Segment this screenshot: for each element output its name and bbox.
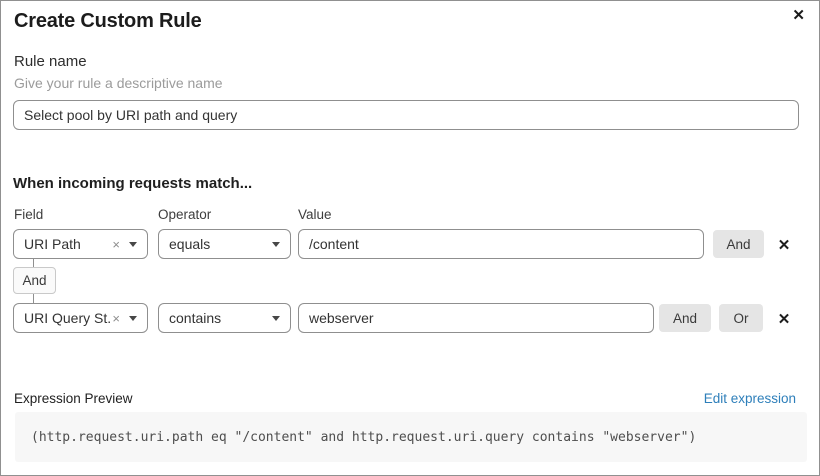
expression-preview-block: (http.request.uri.path eq "/content" and… (15, 412, 807, 462)
operator-column-label: Operator (158, 207, 212, 222)
field-select-row1-value: URI Path (24, 236, 81, 252)
dialog-title: Create Custom Rule (14, 10, 202, 32)
chevron-down-icon (129, 241, 137, 247)
clear-icon[interactable]: × (112, 310, 120, 326)
operator-select-row2-value: contains (169, 310, 222, 326)
chevron-down-icon (129, 315, 137, 321)
rule-name-helper: Give your rule a descriptive name (14, 75, 223, 91)
connector-line-top (33, 259, 34, 267)
field-select-row1[interactable]: URI Path × (13, 229, 148, 259)
rule-name-label: Rule name (14, 53, 87, 70)
field-select-row2[interactable]: URI Query St... × (13, 303, 148, 333)
and-button-row1[interactable]: And (713, 230, 764, 258)
remove-row2-icon[interactable]: ✕ (777, 311, 791, 328)
close-icon[interactable]: ✕ (792, 7, 805, 24)
connector-line-bottom (33, 294, 34, 303)
chevron-down-icon (272, 315, 280, 321)
clear-icon[interactable]: × (112, 236, 120, 252)
and-connector-badge: And (13, 267, 56, 294)
chevron-down-icon (272, 241, 280, 247)
expression-preview-text: (http.request.uri.path eq "/content" and… (31, 429, 697, 445)
value-input-row2[interactable] (298, 303, 654, 333)
or-button-row2[interactable]: Or (719, 304, 763, 332)
field-select-row2-value: URI Query St... (24, 310, 113, 326)
expression-preview-label: Expression Preview (14, 391, 133, 406)
edit-expression-link[interactable]: Edit expression (703, 391, 796, 406)
remove-row1-icon[interactable]: ✕ (777, 237, 791, 254)
value-column-label: Value (298, 207, 332, 222)
value-input-row1[interactable] (298, 229, 704, 259)
operator-select-row2[interactable]: contains (158, 303, 291, 333)
operator-select-row1[interactable]: equals (158, 229, 291, 259)
match-section-heading: When incoming requests match... (13, 175, 253, 192)
field-column-label: Field (14, 207, 44, 222)
operator-select-row1-value: equals (169, 236, 211, 252)
and-button-row2[interactable]: And (659, 304, 711, 332)
rule-name-input[interactable] (13, 100, 799, 130)
